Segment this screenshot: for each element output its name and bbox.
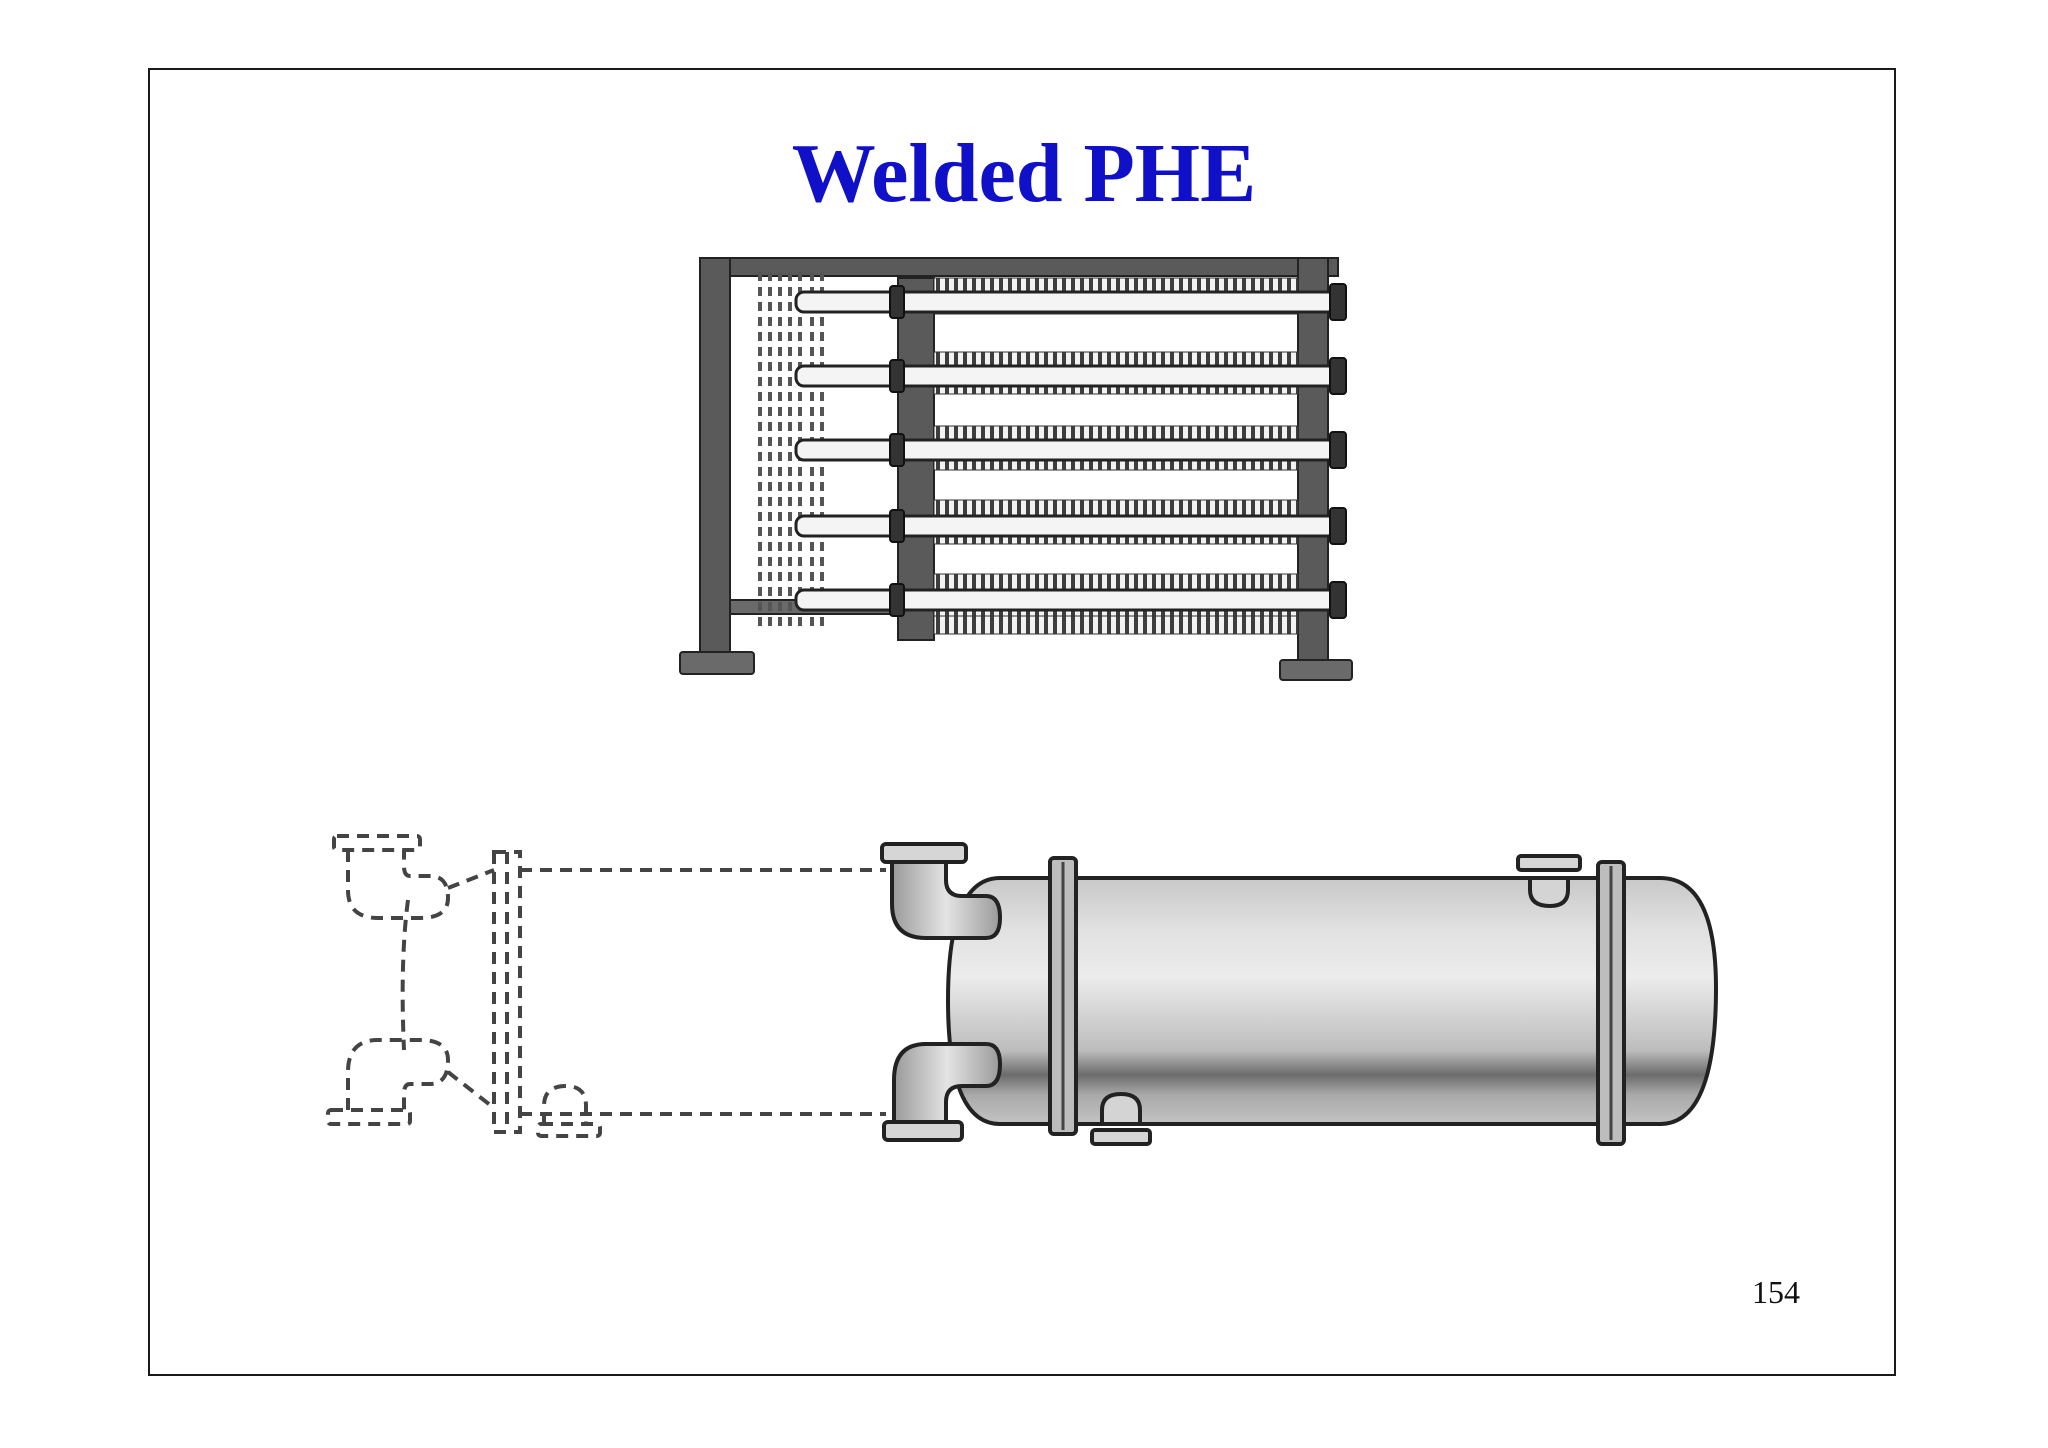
upper-nozzle-flange — [880, 842, 968, 864]
dashed-withdrawn-parts — [326, 834, 886, 1138]
lower-nozzle-flange — [882, 1120, 964, 1142]
top-vent-nozzle — [1516, 854, 1582, 872]
tie-rods — [794, 290, 1338, 612]
right-foot — [1279, 659, 1353, 681]
fixed-frame-post — [699, 257, 731, 661]
bottom-drain-nozzle — [1090, 1128, 1152, 1146]
slide-title: Welded PHE — [791, 127, 1257, 220]
top-carrying-bar — [699, 257, 1339, 277]
upper-nozzle-elbow — [890, 856, 1003, 940]
shell-body — [945, 876, 1719, 1126]
page-number: 154 — [1752, 1274, 1800, 1310]
left-foot — [679, 651, 755, 675]
plate-frame-drawing — [679, 257, 1353, 681]
lower-nozzle-elbow — [892, 1042, 1003, 1126]
welded-shell-drawing — [326, 834, 1719, 1146]
